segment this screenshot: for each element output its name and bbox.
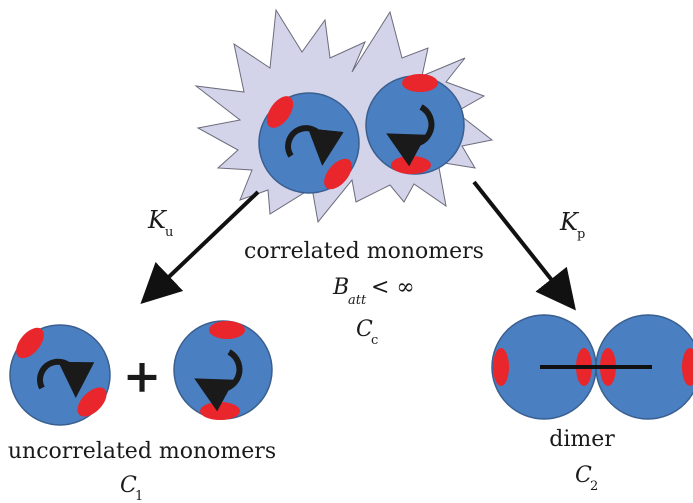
arrow-to-uncorrelated — [152, 192, 258, 293]
batt-symbol: B — [332, 275, 349, 300]
uncorrelated-monomer-right — [174, 321, 272, 420]
correlated-monomers-label: correlated monomers — [244, 239, 484, 264]
arrow-to-dimer — [474, 182, 566, 298]
uncorrelated-monomers-label: uncorrelated monomers — [8, 439, 276, 464]
c1-subscript: 1 — [135, 489, 143, 503]
correlated-monomer-left — [259, 92, 359, 195]
c2-subscript: 2 — [590, 479, 598, 494]
correlated-monomer-right — [366, 74, 464, 174]
dimer — [492, 315, 693, 419]
dimer-label: dimer — [549, 427, 615, 452]
kp-subscript: p — [577, 227, 585, 242]
cc-subscript: c — [371, 333, 378, 348]
batt-relation: < ∞ — [371, 275, 415, 300]
batt-subscript: att — [348, 293, 367, 308]
plus-sign: + — [123, 349, 162, 403]
uncorrelated-monomer-left — [10, 323, 112, 425]
ku-subscript: u — [165, 225, 173, 240]
